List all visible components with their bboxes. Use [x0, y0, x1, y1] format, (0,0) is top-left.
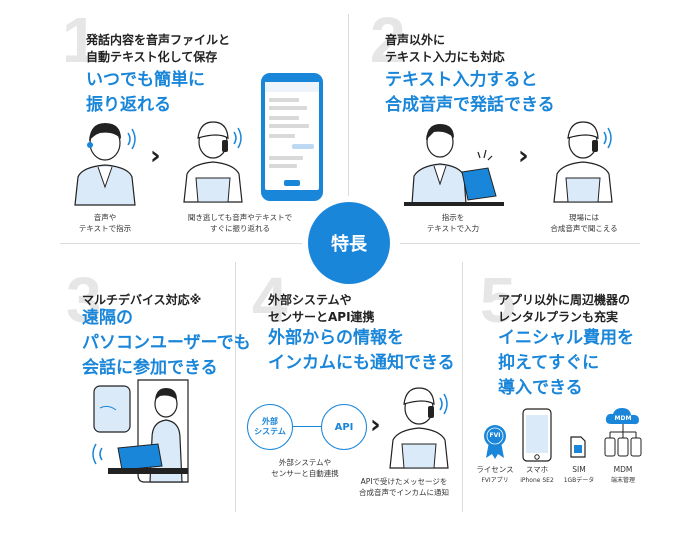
arrow-right-icon-2: › — [518, 141, 529, 171]
sim-card-icon — [570, 436, 586, 458]
divider-horizontal-right — [400, 243, 640, 244]
worker-illustration-icon-2 — [553, 121, 613, 203]
license-badge-text: FVI — [489, 432, 501, 439]
flow-connector-line — [293, 426, 321, 427]
train-passenger-laptop-icon — [92, 379, 189, 483]
license-badge-icon — [484, 425, 506, 459]
feature-2-caption-right: 現場には 合成音声で聞こえる — [550, 213, 618, 233]
feature-4-caption-left: 外部システムや センサーと自動連携 — [271, 458, 339, 478]
device-mdm-caption: MDM 端末管理 — [610, 465, 635, 484]
feature-1-caption-right: 聞き逃しても音声やテキストで すぐに振り返れる — [187, 213, 293, 233]
feature-1-highlight: いつでも簡単に 振り返れる — [86, 70, 205, 115]
device-license-caption: ライセンス FVIアプリ — [476, 465, 514, 484]
feature-5-heading: アプリ以外に周辺機器の レンタルプランも充実 — [498, 293, 631, 324]
feature-number-1: 1 — [62, 4, 98, 76]
feature-badge-circle: 特長 — [308, 202, 390, 284]
arrow-right-icon-3: › — [370, 410, 381, 440]
external-system-node: 外部 システム — [247, 404, 293, 450]
feature-number-4: 4 — [252, 264, 288, 336]
feature-1-heading: 発話内容を音声ファイルと 自動テキスト化して保存 — [86, 33, 231, 64]
worker-illustration-icon — [183, 121, 243, 203]
feature-3-highlight: 遠隔の パソコンユーザーでも 会話に参加できる — [82, 308, 251, 378]
feature-5-highlight: イニシャル費用を 抑えてすぐに 導入できる — [498, 328, 634, 398]
feature-1-caption-left: 音声や テキストで指示 — [78, 213, 132, 233]
feature-2-highlight: テキスト入力すると 合成音声で発話できる — [385, 70, 555, 115]
feature-2-caption-left: 指示を テキストで入力 — [426, 213, 480, 233]
feature-2-heading: 音声以外に テキスト入力にも対応 — [385, 33, 505, 64]
mdm-cloud-text: MDM — [614, 415, 632, 422]
feature-4-caption-right: APIで受けたメッセージを 合成音声でインカムに通知 — [359, 477, 449, 497]
smartphone-icon — [522, 408, 552, 462]
divider-vertical-bottom-left — [235, 262, 236, 512]
api-node: API — [321, 404, 367, 450]
feature-3-heading: マルチデバイス対応※ — [82, 293, 202, 307]
divider-vertical-bottom-right — [462, 262, 463, 512]
feature-4-heading: 外部システムや センサーとAPI連携 — [268, 293, 375, 324]
device-smartphone-caption: スマホ iPhone SE2 — [520, 465, 554, 484]
mdm-cloud-devices-icon — [604, 408, 642, 457]
device-sim-caption: SIM 1GBデータ — [563, 465, 595, 484]
smartphone-chat-icon — [261, 73, 323, 201]
divider-horizontal-left — [60, 243, 305, 244]
worker-illustration-icon-3 — [389, 387, 449, 469]
manager-laptop-illustration-icon — [404, 124, 504, 206]
feature-number-5: 5 — [480, 264, 516, 336]
manager-illustration-icon — [74, 123, 136, 206]
arrow-right-icon: › — [150, 141, 161, 171]
feature-number-2: 2 — [370, 4, 406, 76]
feature-badge-label: 特長 — [331, 234, 367, 255]
feature-4-highlight: 外部からの情報を インカムにも通知できる — [268, 328, 455, 373]
feature-number-3: 3 — [66, 264, 102, 336]
divider-vertical-top — [348, 14, 349, 199]
